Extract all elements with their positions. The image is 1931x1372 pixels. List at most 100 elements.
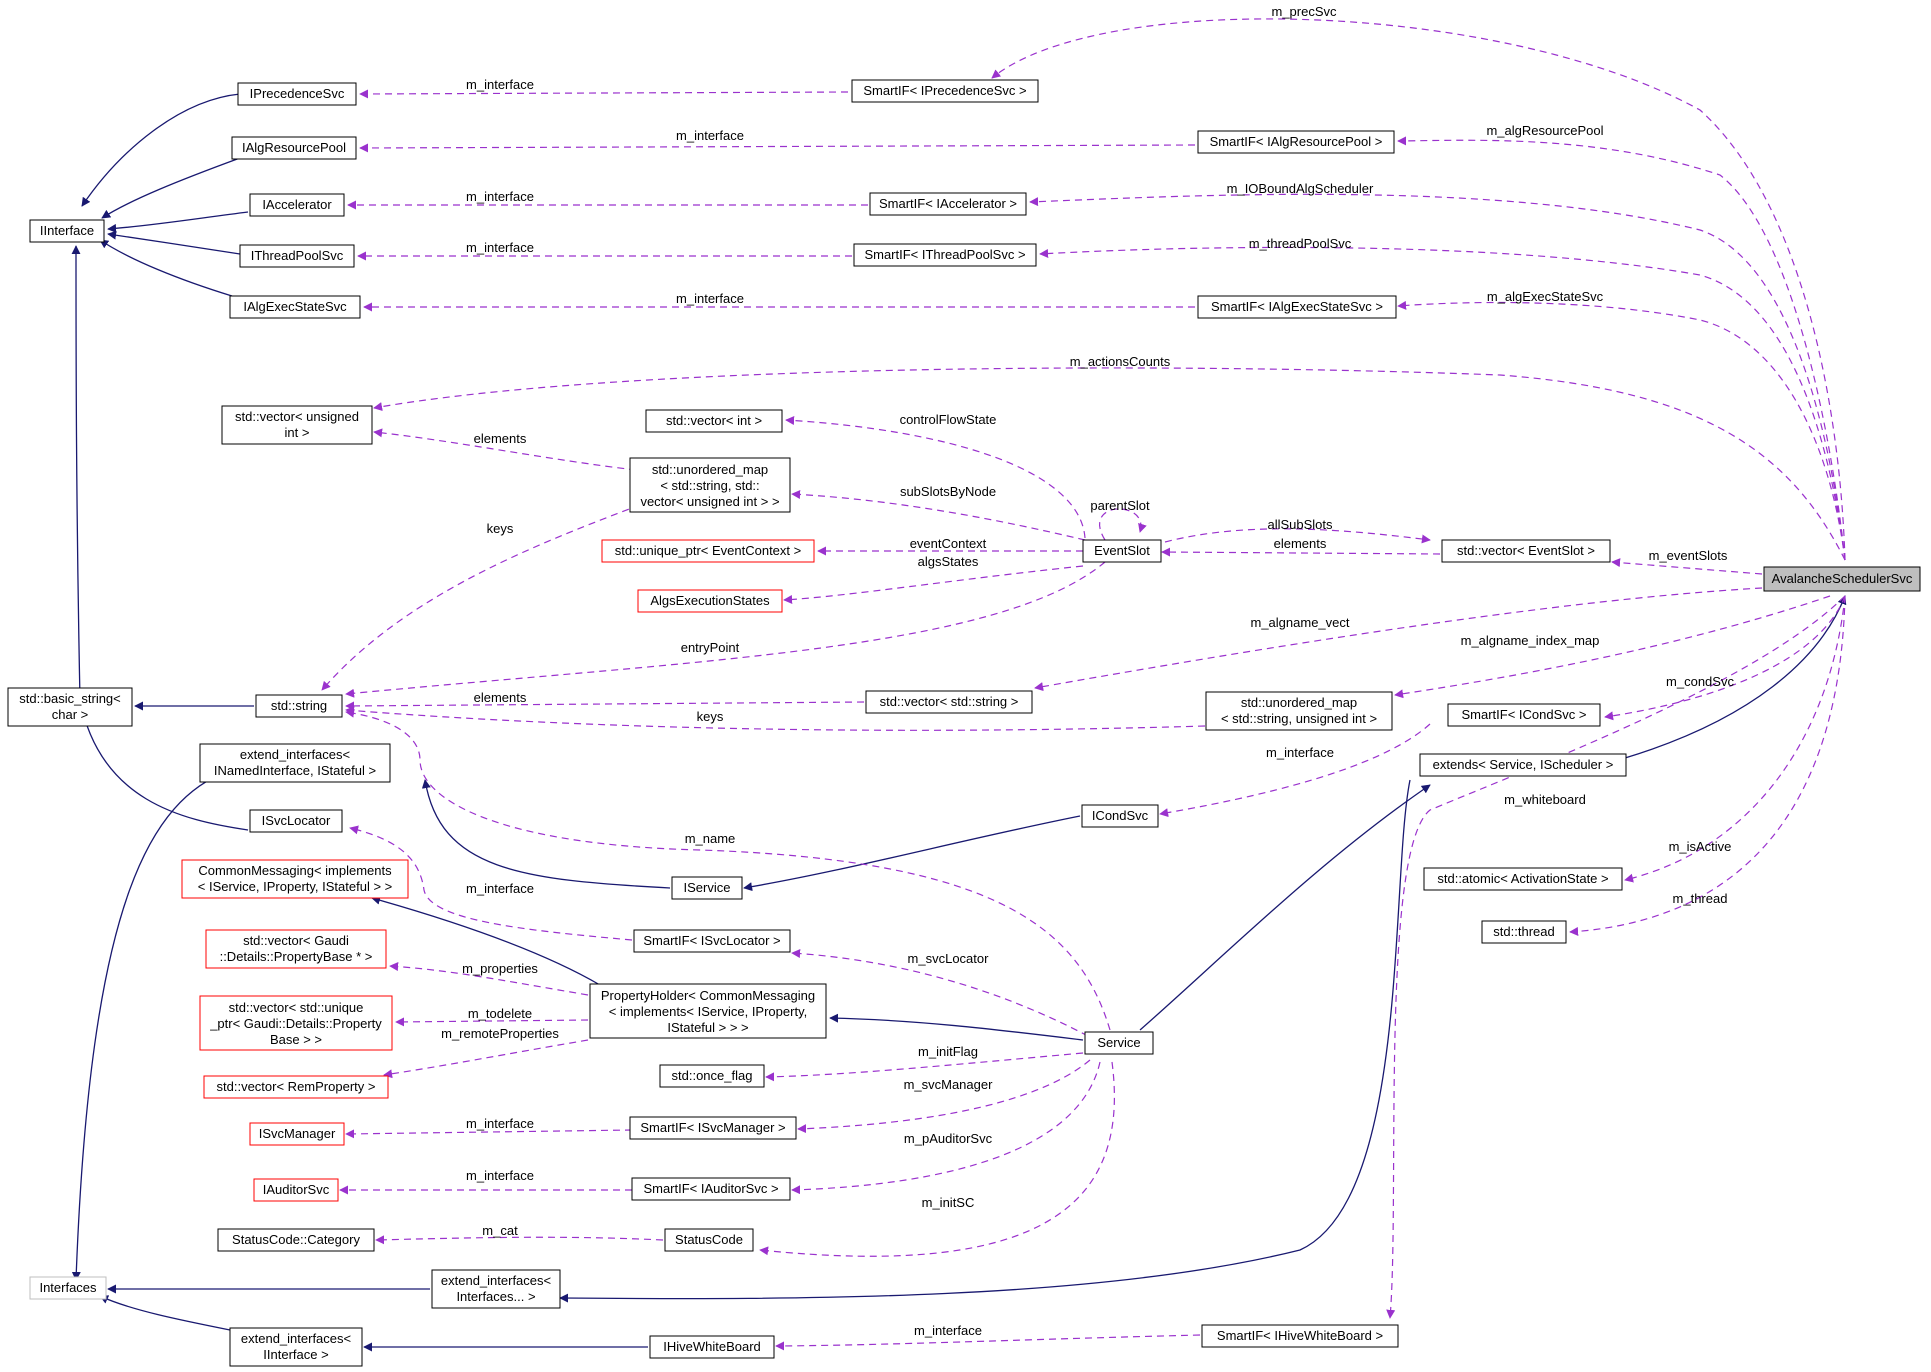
label-m-precsvc: m_precSvc [1271, 4, 1337, 19]
node-interfaces[interactable]: Interfaces [29, 1276, 107, 1300]
node-vector-remproperty[interactable]: std::vector< RemProperty > [203, 1075, 389, 1099]
node-ialgexecstatesvc[interactable]: IAlgExecStateSvc [229, 295, 361, 319]
label-eventcontext: eventContext [910, 536, 987, 551]
svg-text:vector< unsigned int > >: vector< unsigned int > > [640, 494, 779, 509]
edge-service-name [345, 708, 1111, 1031]
node-vector-eventslot[interactable]: std::vector< EventSlot > [1441, 539, 1611, 563]
label-m-pauditorsvc: m_pAuditorSvc [904, 1131, 993, 1146]
node-iservice[interactable]: IService [671, 876, 743, 900]
label-keys-unordered-map-unsigned: keys [697, 709, 724, 724]
node-smartif-iaccelerator[interactable]: SmartIF< IAccelerator > [869, 192, 1027, 216]
label-m-todelete: m_todelete [468, 1006, 532, 1021]
edge-avalanche-thread [1569, 595, 1846, 936]
edge-eventslot-allsubslots [1164, 528, 1431, 544]
svg-text:::Details::PropertyBase * >: ::Details::PropertyBase * > [220, 949, 373, 964]
node-algsexecutionstates[interactable]: AlgsExecutionStates [637, 589, 783, 613]
node-eventslot[interactable]: EventSlot [1082, 539, 1162, 563]
node-smartif-isvcmanager[interactable]: SmartIF< ISvcManager > [629, 1116, 797, 1140]
node-atomic-activationstate[interactable]: std::atomic< ActivationState > [1423, 867, 1623, 891]
edge-iaccelerator-iinterface [107, 211, 249, 233]
svg-text:extend_interfaces<: extend_interfaces< [241, 1331, 351, 1346]
node-smartif-ialgresourcepool[interactable]: SmartIF< IAlgResourcePool > [1197, 130, 1395, 154]
node-smartif-icondsvc[interactable]: SmartIF< ICondSvc > [1447, 703, 1601, 727]
node-ialgresourcepool[interactable]: IAlgResourcePool [231, 136, 357, 160]
svg-text:std::unordered_map: std::unordered_map [1241, 695, 1357, 710]
node-commonmessaging[interactable]: CommonMessaging< implements < IService, … [181, 859, 409, 899]
label-m-condsvc: m_condSvc [1666, 674, 1734, 689]
edge-avalanche-algname-vect [1034, 587, 1763, 692]
node-service[interactable]: Service [1084, 1031, 1154, 1055]
edge-extend-interfaces-iinterface-interfaces [99, 1295, 231, 1331]
node-vector-propertybase[interactable]: std::vector< Gaudi ::Details::PropertyBa… [205, 929, 387, 969]
label-m-actionscounts: m_actionsCounts [1070, 354, 1171, 369]
label-m-remoteproperties: m_remoteProperties [441, 1026, 559, 1041]
node-std-string[interactable]: std::string [255, 694, 343, 718]
node-smartif-iprecedencesvc[interactable]: SmartIF< IPrecedenceSvc > [851, 79, 1039, 103]
edge-iservice-extend-interfaces-named [421, 779, 671, 889]
node-icondsvc[interactable]: ICondSvc [1081, 804, 1159, 828]
edge-avalanche-precsvc [991, 18, 1846, 561]
node-isvcmanager[interactable]: ISvcManager [249, 1122, 345, 1146]
svg-text:SmartIF< IAlgExecStateSvc >: SmartIF< IAlgExecStateSvc > [1211, 299, 1383, 314]
node-smartif-ihivewhiteboard[interactable]: SmartIF< IHiveWhiteBoard > [1201, 1324, 1399, 1348]
svg-text:std::vector< Gaudi: std::vector< Gaudi [243, 933, 349, 948]
node-unordered-map-unsigned[interactable]: std::unordered_map < std::string, unsign… [1205, 691, 1393, 731]
node-vector-unsigned-int[interactable]: std::vector< unsigned int > [221, 405, 373, 445]
svg-text:EventSlot: EventSlot [1094, 543, 1150, 558]
edge-extend-interfaces-variadic-extends [559, 779, 1411, 1303]
node-avalanche-scheduler-svc[interactable]: AvalancheSchedulerSvc [1763, 566, 1921, 592]
edge-eventslot-entrypoint [345, 561, 1106, 698]
edge-service-initsc [759, 1061, 1115, 1257]
node-std-thread[interactable]: std::thread [1481, 920, 1567, 944]
svg-text:IThreadPoolSvc: IThreadPoolSvc [251, 248, 344, 263]
edge-extends-avalanche [1624, 595, 1847, 759]
node-extend-interfaces-iinterface[interactable]: extend_interfaces< IInterface > [229, 1327, 363, 1367]
label-m-eventslots: m_eventSlots [1649, 548, 1728, 563]
node-extend-interfaces-named[interactable]: extend_interfaces< INamedInterface, ISta… [199, 743, 391, 783]
edge-avalanche-ioboundalgscheduler [1029, 193, 1846, 561]
node-isvclocator[interactable]: ISvcLocator [249, 809, 343, 833]
node-iinterface[interactable]: IInterface [29, 219, 105, 243]
node-statuscode[interactable]: StatusCode [664, 1228, 754, 1252]
label-entrypoint: entryPoint [681, 640, 740, 655]
node-unordered-map-vector[interactable]: std::unordered_map < std::string, std:: … [629, 457, 791, 513]
edge-service-svcmanager [797, 1059, 1091, 1134]
edge-avalanche-threadpoolsvc [1039, 246, 1846, 561]
node-iaccelerator[interactable]: IAccelerator [249, 193, 345, 217]
svg-text:ISvcLocator: ISvcLocator [262, 813, 331, 828]
svg-text:extends< Service, IScheduler >: extends< Service, IScheduler > [1433, 757, 1614, 772]
node-ithreadpoolsvc[interactable]: IThreadPoolSvc [239, 244, 355, 268]
node-smartif-ithreadpoolsvc[interactable]: SmartIF< IThreadPoolSvc > [853, 243, 1037, 267]
node-extend-interfaces-variadic[interactable]: extend_interfaces< Interfaces... > [431, 1269, 561, 1309]
svg-text:std::string: std::string [271, 698, 327, 713]
svg-text:extend_interfaces<: extend_interfaces< [441, 1273, 551, 1288]
edge-propertyholder-todelete [395, 1017, 589, 1027]
node-propertyholder[interactable]: PropertyHolder< CommonMessaging < implem… [589, 983, 827, 1039]
svg-text:std::vector< std::string >: std::vector< std::string > [880, 694, 1019, 709]
edge-smartif-iprecedencesvc [359, 89, 849, 99]
svg-text:AvalancheSchedulerSvc: AvalancheSchedulerSvc [1772, 571, 1913, 586]
node-smartif-ialgexecstatesvc[interactable]: SmartIF< IAlgExecStateSvc > [1197, 295, 1397, 319]
node-ihivewhiteboard[interactable]: IHiveWhiteBoard [649, 1335, 775, 1359]
edge-eventslot-algsstates [783, 565, 1084, 605]
node-vector-unique-ptr-property[interactable]: std::vector< std::unique _ptr< Gaudi::De… [199, 995, 393, 1051]
node-once-flag[interactable]: std::once_flag [659, 1064, 765, 1088]
node-iprecedencesvc[interactable]: IPrecedenceSvc [237, 82, 357, 106]
node-smartif-isvclocator[interactable]: SmartIF< ISvcLocator > [633, 929, 791, 953]
node-basic-string[interactable]: std::basic_string< char > [7, 687, 133, 727]
edge-avalanche-condsvc [1604, 595, 1846, 721]
label-m-whiteboard: m_whiteboard [1504, 792, 1586, 807]
label-m-interface-iauditorsvc: m_interface [466, 1168, 534, 1183]
svg-text:< IService, IProperty, IStatef: < IService, IProperty, IStateful > > [198, 879, 393, 894]
node-iauditorsvc[interactable]: IAuditorSvc [253, 1178, 339, 1202]
label-allsubslots: allSubSlots [1267, 517, 1333, 532]
label-m-name: m_name [685, 831, 736, 846]
node-vector-int[interactable]: std::vector< int > [645, 409, 783, 433]
edge-service-propertyholder [829, 1013, 1084, 1041]
node-smartif-iauditorsvc[interactable]: SmartIF< IAuditorSvc > [631, 1177, 791, 1201]
node-statuscode-category[interactable]: StatusCode::Category [217, 1228, 375, 1252]
node-extends-service-ischeduler[interactable]: extends< Service, IScheduler > [1419, 753, 1627, 777]
node-vector-std-string[interactable]: std::vector< std::string > [865, 690, 1033, 714]
edge-ialgresourcepool-iinterface [101, 157, 241, 219]
node-unique-ptr-eventcontext[interactable]: std::unique_ptr< EventContext > [601, 539, 815, 563]
